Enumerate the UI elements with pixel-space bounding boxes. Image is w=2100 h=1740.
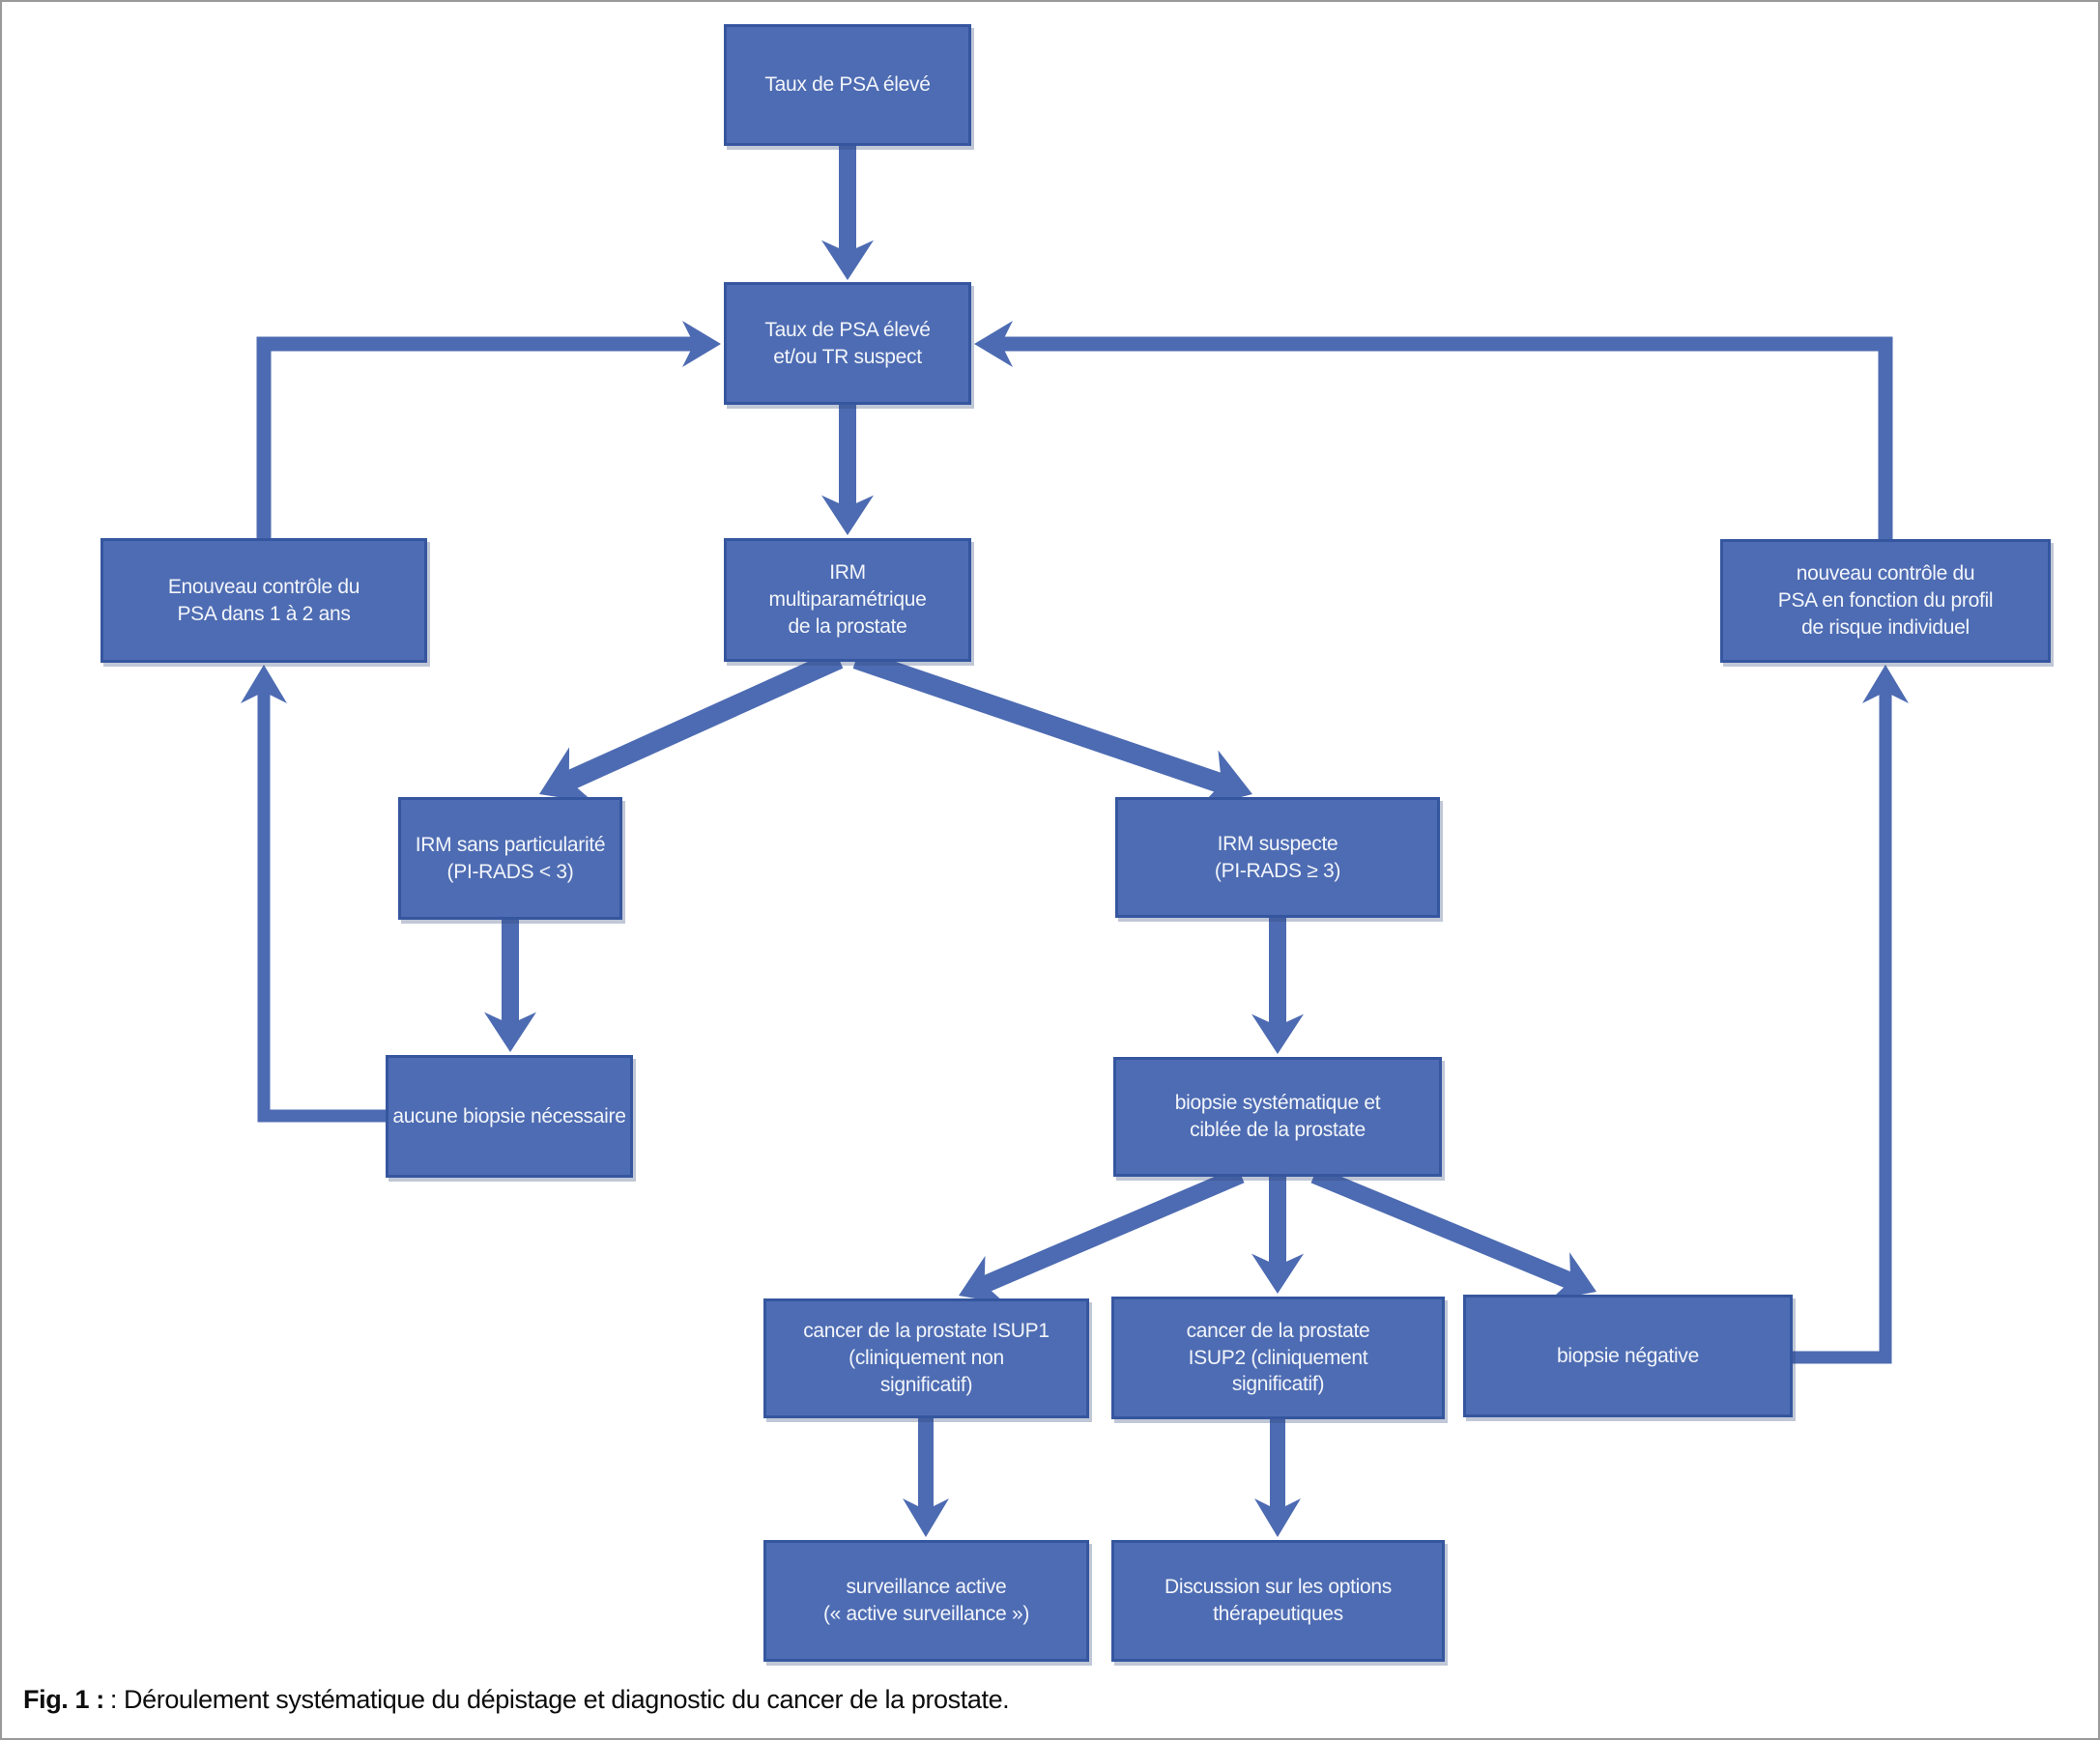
node-irm-multiparametrique: IRM multiparamétrique de la prostate [724,538,971,662]
figure-caption: Fig. 1 :: Déroulement systématique du dé… [23,1685,1010,1715]
arrowhead-irm-multiparametrique--irm-suspecte [1198,750,1252,809]
node-label: IRM sans particularité (PI-RADS < 3) [415,833,606,883]
edge-nouveau-controle-psa-1-2-ans--psa-eleve-tr-suspect [256,336,696,538]
node-irm-suspecte: IRM suspecte (PI-RADS ≥ 3) [1115,797,1440,918]
arrowhead-biopsie-systematique-ciblee--cancer-prostate-isup2 [1251,1253,1304,1294]
caption-text: : Déroulement systématique du dépistage … [109,1685,1010,1714]
arrowhead-biopsie-systematique-ciblee--cancer-prostate-isup1 [959,1255,1006,1304]
arrowhead-irm-multiparametrique--irm-sans-particularite [539,747,594,803]
arrowhead-nouveau-controle-psa-profil--psa-eleve-tr-suspect [974,321,1013,367]
node-biopsie-negative: biopsie négative [1463,1295,1793,1417]
node-surveillance-active: surveillance active (« active surveillan… [763,1540,1089,1662]
edge-nouveau-controle-psa-profil--psa-eleve-tr-suspect [999,336,1893,539]
node-nouveau-controle-psa-1-2-ans: Enouveau contrôle du PSA dans 1 à 2 ans [101,538,427,663]
arrowhead-aucune-biopsie-necessaire--nouveau-controle-psa-1-2-ans [241,665,287,703]
node-label: aucune biopsie nécessaire [392,1104,626,1127]
node-nouveau-controle-psa-profil: nouveau contrôle du PSA en fonction du p… [1720,539,2051,663]
node-label: IRM multiparamétrique de la prostate [768,561,927,638]
arrowhead-biopsie-systematique-ciblee--biopsie-negative [1549,1252,1597,1301]
node-aucune-biopsie-necessaire: aucune biopsie nécessaire [386,1055,633,1178]
node-label: Enouveau contrôle du PSA dans 1 à 2 ans [167,575,360,625]
node-label: nouveau contrôle du PSA en fonction du p… [1777,562,1994,639]
arrowhead-cancer-prostate-isup2--discussion-options-therapeutiques [1254,1498,1301,1537]
arrowhead-irm-sans-particularite--aucune-biopsie-necessaire [484,1012,536,1052]
node-irm-sans-particularite: IRM sans particularité (PI-RADS < 3) [398,797,622,920]
node-biopsie-systematique-ciblee: biopsie systématique et ciblée de la pro… [1113,1057,1442,1177]
edge-irm-multiparametrique--irm-suspecte [852,649,1227,794]
edge-irm-multiparametrique--irm-sans-particularite [562,649,844,791]
node-label: IRM suspecte (PI-RADS ≥ 3) [1214,832,1341,882]
node-label: Taux de PSA élevé et/ou TR suspect [764,318,931,368]
arrowhead-psa-eleve-tr-suspect--irm-multiparametrique [821,495,874,535]
edge-biopsie-systematique-ciblee--cancer-prostate-isup1 [979,1166,1245,1294]
node-label: biopsie négative [1557,1344,1699,1367]
arrowhead-irm-suspecte--biopsie-systematique-ciblee [1251,1013,1304,1054]
node-taux-psa-eleve: Taux de PSA élevé [724,24,971,146]
arrowhead-taux-psa-eleve--psa-eleve-tr-suspect [821,240,874,280]
edge-aucune-biopsie-necessaire--nouveau-controle-psa-1-2-ans [257,690,386,1123]
node-label: cancer de la prostate ISUP2 (cliniquemen… [1186,1319,1370,1396]
node-cancer-prostate-isup2: cancer de la prostate ISUP2 (cliniquemen… [1111,1297,1445,1419]
node-discussion-options-therapeutiques: Discussion sur les options thérapeutique… [1111,1540,1445,1662]
node-label: Discussion sur les options thérapeutique… [1165,1576,1392,1625]
node-label: biopsie systématique et ciblée de la pro… [1174,1092,1381,1141]
node-psa-eleve-tr-suspect: Taux de PSA élevé et/ou TR suspect [724,282,971,405]
node-label: Taux de PSA élevé [764,73,931,97]
arrowhead-nouveau-controle-psa-1-2-ans--psa-eleve-tr-suspect [682,321,721,367]
edge-biopsie-systematique-ciblee--biopsie-negative [1310,1166,1576,1290]
arrowhead-biopsie-negative--nouveau-controle-psa-profil [1862,665,1909,703]
node-cancer-prostate-isup1: cancer de la prostate ISUP1 (cliniquemen… [763,1298,1089,1418]
node-label: surveillance active (« active surveillan… [822,1576,1030,1625]
caption-label: Fig. 1 : [23,1685,104,1714]
arrowhead-cancer-prostate-isup1--surveillance-active [903,1498,949,1537]
edge-biopsie-negative--nouveau-controle-psa-profil [1793,690,1892,1364]
node-label: cancer de la prostate ISUP1 (cliniquemen… [803,1320,1050,1396]
